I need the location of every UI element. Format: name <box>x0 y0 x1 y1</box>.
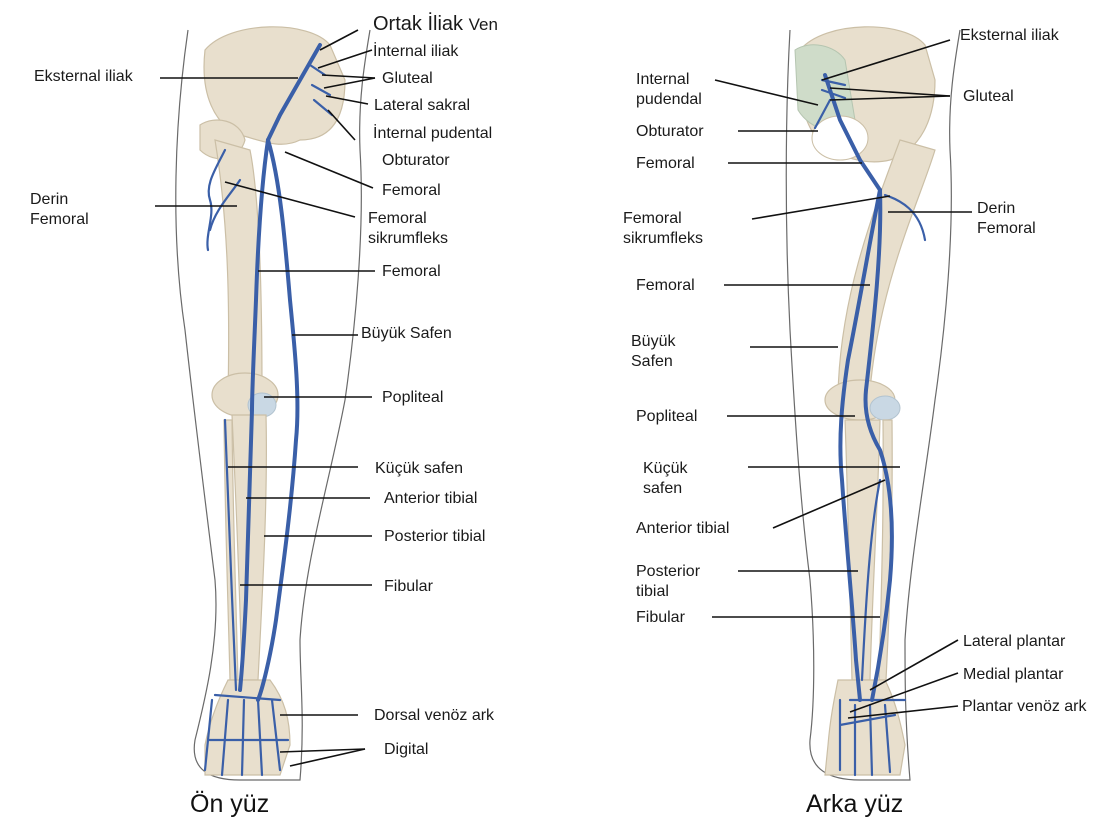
front-label-buyuk-safen: Büyük Safen <box>361 324 452 344</box>
back-leg <box>712 27 972 780</box>
back-label-derin-femoral: Derin Femoral <box>977 199 1077 239</box>
front-label-anterior-tibial: Anterior tibial <box>384 489 477 509</box>
back-label-posterior-tibial: Posterior tibial <box>636 562 726 602</box>
front-label-kucuk-safen: Küçük safen <box>375 459 463 479</box>
back-label-fibular: Fibular <box>636 608 685 628</box>
front-label-posterior-tibial: Posterior tibial <box>384 527 485 547</box>
front-label-eksternal-iliak: Eksternal iliak <box>34 67 144 87</box>
back-label-buyuk-safen: Büyük Safen <box>631 332 701 372</box>
back-label-femoral-1: Femoral <box>636 154 695 174</box>
back-label-medial-plantar: Medial plantar <box>963 665 1064 685</box>
front-label-internal-iliak: İnternal iliak <box>373 42 458 62</box>
front-label-gluteal: Gluteal <box>382 69 433 89</box>
front-label-internal-pudental: İnternal pudental <box>373 124 492 144</box>
front-label-ortak-iliak-ven: Ven <box>469 15 498 34</box>
back-femur <box>838 140 935 395</box>
front-label-femoral-2: Femoral <box>382 262 441 282</box>
front-caption: Ön yüz <box>190 790 269 819</box>
back-label-plantar-venoz-ark: Plantar venöz ark <box>962 697 1092 717</box>
back-label-femoral-2: Femoral <box>636 276 695 296</box>
back-tibia <box>845 420 880 680</box>
front-label-dorsal-venoz-ark: Dorsal venöz ark <box>374 706 494 726</box>
back-label-anterior-tibial: Anterior tibial <box>636 519 729 539</box>
back-foot <box>825 680 905 775</box>
back-label-lateral-plantar: Lateral plantar <box>963 632 1065 652</box>
front-leg <box>155 27 375 780</box>
back-label-internal-pudendal: Internal pudendal <box>636 70 736 110</box>
back-label-eksternal-iliak: Eksternal iliak <box>960 26 1070 46</box>
back-label-femoral-sirkumfleks: Femoral sikrumfleks <box>623 209 733 249</box>
front-label-femoral-sirkumfleks: Femoral sikrumfleks <box>368 209 478 249</box>
front-label-ortak-iliak-text: Ortak İliak <box>373 13 463 35</box>
front-label-ortak-iliak: Ortak İliak Ven <box>373 14 498 35</box>
back-label-gluteal: Gluteal <box>963 87 1014 107</box>
back-label-popliteal: Popliteal <box>636 407 697 427</box>
front-label-derin-femoral: Derin Femoral <box>30 190 130 230</box>
front-label-popliteal: Popliteal <box>382 388 443 408</box>
front-label-digital: Digital <box>384 740 428 760</box>
front-label-lateral-sakral: Lateral sakral <box>374 96 470 116</box>
back-caption: Arka yüz <box>806 790 903 819</box>
front-label-fibular: Fibular <box>384 577 433 597</box>
front-label-obturator: Obturator <box>382 151 450 171</box>
back-label-kucuk-safen: Küçük safen <box>643 459 713 499</box>
back-label-obturator: Obturator <box>636 122 704 142</box>
front-label-femoral-1: Femoral <box>382 181 441 201</box>
